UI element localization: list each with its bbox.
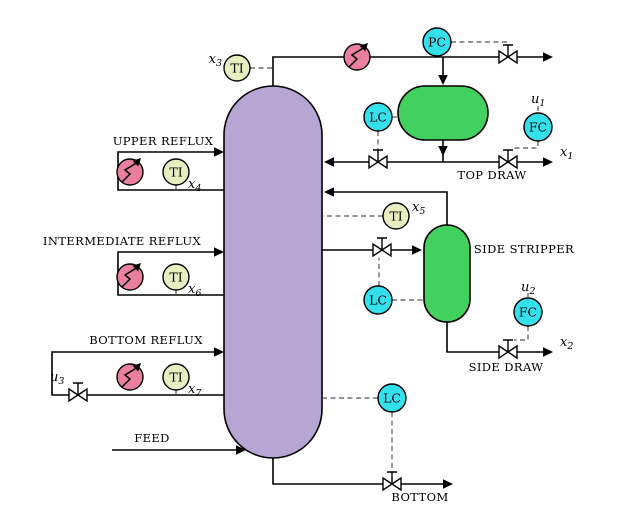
upper-reflux-label: UPPER REFLUX <box>113 134 214 148</box>
bottom-reflux-label: BOTTOM REFLUX <box>89 333 203 347</box>
controller-circle <box>513 297 543 327</box>
bottom-reflux-loop-line <box>51 351 224 396</box>
stripper-overhead-line <box>331 191 448 225</box>
intermediate-reflux-exchanger-icon <box>116 262 144 291</box>
controller-circle <box>422 27 452 57</box>
temperature-indicator-x3: TI <box>223 54 251 82</box>
top-draw-label: TOP DRAW <box>457 168 526 182</box>
bottoms-valve <box>382 471 402 491</box>
stripper-overhead-flow-arrow <box>324 187 334 197</box>
indicator-circle <box>162 158 190 186</box>
condenser-exchanger-icon <box>343 42 371 71</box>
stripper-feed-flow-arrow <box>412 245 422 255</box>
flow-controller-side-draw: FC <box>513 297 543 327</box>
bottom-reflux-flow-arrow <box>214 347 224 357</box>
side-stripper-vessel <box>423 224 471 323</box>
drum-outlet-flow-arrow <box>438 146 448 156</box>
tag-u1: u1 <box>531 92 545 109</box>
controller-tag: FC <box>519 305 537 320</box>
side-stripper-label: SIDE STRIPPER <box>474 242 574 256</box>
side-draw-valve <box>498 339 518 359</box>
bottom-reflux-exchanger-icon <box>116 362 144 391</box>
temperature-indicator-x6: TI <box>162 263 190 291</box>
side-draw-flow-arrow <box>543 347 553 357</box>
bottoms-line <box>272 458 445 485</box>
pressure-controller: PC <box>422 27 452 57</box>
reflux-drum-vessel <box>397 85 489 141</box>
level-controller-bottom: LC <box>377 383 407 413</box>
temperature-indicator-x4: TI <box>162 158 190 186</box>
temperature-indicator-x5: TI <box>382 202 410 230</box>
signal-fc-to-top-draw-valve <box>514 141 539 149</box>
vent-valve <box>498 44 518 64</box>
intermediate-reflux-label: INTERMEDIATE REFLUX <box>43 234 202 248</box>
indicator-circle <box>223 54 251 82</box>
indicator-tag: TI <box>389 209 402 224</box>
indicator-circle <box>162 363 190 391</box>
tag-u3: u3 <box>50 370 64 387</box>
vent-flow-arrow <box>543 52 553 62</box>
temperature-indicator-x7: TI <box>162 363 190 391</box>
tag-x7: x7 <box>188 382 202 399</box>
overhead-vapor-line <box>272 56 545 86</box>
indicator-tag: TI <box>169 370 182 385</box>
level-controller-stripper: LC <box>363 285 393 315</box>
tag-u2: u2 <box>521 280 535 297</box>
tag-x2: x2 <box>560 335 573 352</box>
tag-x3: x3 <box>209 52 222 69</box>
tag-x6: x6 <box>188 282 201 299</box>
upper-reflux-flow-arrow <box>214 147 224 157</box>
intermediate-reflux-flow-arrow <box>214 247 224 257</box>
controller-tag: LC <box>383 391 401 406</box>
reflux-valve <box>368 149 388 169</box>
bottom-label: BOTTOM <box>391 490 448 504</box>
top-draw-valve <box>498 149 518 169</box>
bottom-reflux-valve <box>68 382 88 402</box>
stripper-feed-valve <box>372 237 392 257</box>
tag-x4: x4 <box>188 177 201 194</box>
controller-tag: FC <box>529 120 547 135</box>
top-draw-flow-arrow <box>543 157 553 167</box>
signal-fc-to-side-draw-valve <box>514 326 529 341</box>
feed-label: FEED <box>134 431 170 445</box>
level-controller-drum: LC <box>363 102 393 132</box>
flow-controller-top-draw: FC <box>523 112 553 142</box>
indicator-circle <box>162 263 190 291</box>
tag-x1: x1 <box>560 145 573 162</box>
drum-inlet-flow-arrow <box>438 75 448 85</box>
indicator-circle <box>382 202 410 230</box>
indicator-tag: TI <box>169 270 182 285</box>
controller-tag: LC <box>369 110 387 125</box>
main-column-vessel <box>223 85 323 459</box>
controller-tag: LC <box>369 293 387 308</box>
reflux-return-flow-arrow <box>324 157 334 167</box>
bottoms-flow-arrow <box>443 479 453 489</box>
controller-circle <box>377 383 407 413</box>
tag-x5: x5 <box>412 200 425 217</box>
indicator-tag: TI <box>169 165 182 180</box>
controller-tag: PC <box>428 35 446 50</box>
signal-pc-to-vent-valve <box>451 41 509 44</box>
indicator-tag: TI <box>230 61 243 76</box>
upper-reflux-exchanger-icon <box>116 157 144 186</box>
controller-circle <box>523 112 553 142</box>
side-draw-label: SIDE DRAW <box>469 360 544 374</box>
controller-circle <box>363 285 393 315</box>
controller-circle <box>363 102 393 132</box>
